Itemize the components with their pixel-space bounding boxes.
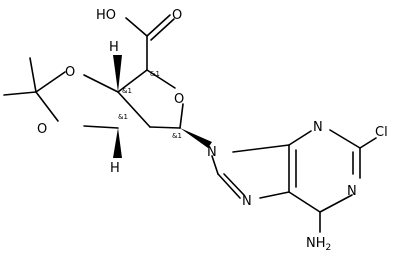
bond-n9-c8 — [211, 155, 219, 175]
bond-c1-c2 — [149, 126, 181, 129]
dioxolane-oxygen-top-label: O — [65, 65, 75, 80]
stereo-label-c2: &1 — [118, 113, 128, 121]
hydrogen-top-label: H — [109, 40, 119, 55]
stereo-label-c4: &1 — [150, 70, 160, 78]
carbonyl-oxygen-label: O — [172, 8, 182, 23]
bond-c6-c5 — [288, 191, 321, 213]
bond-o-cq-bottom — [35, 91, 59, 122]
bond-c8-n7-b — [223, 173, 245, 196]
dioxolane-oxygen-bottom-label: O — [37, 122, 47, 137]
bond-n3-c2 — [329, 129, 361, 149]
bond-c4-n3 — [288, 130, 312, 146]
ring-oxygen-label: O — [174, 92, 184, 107]
stereo-label-c3: &1 — [122, 87, 132, 95]
n3-label: N — [313, 120, 323, 135]
n7-label: N — [242, 194, 252, 209]
n1-label: N — [347, 184, 357, 199]
bond-c4-o4 — [146, 69, 176, 89]
hydrogen-bottom-label: H — [110, 161, 120, 176]
bond-n7-c5 — [259, 191, 290, 199]
bond-n1-c6 — [319, 194, 353, 213]
bond-c-oh — [125, 17, 148, 37]
bond-c2-c3 — [117, 91, 151, 128]
bond-c2-o — [83, 125, 119, 129]
wedge-h-top — [113, 55, 122, 92]
bond-o-cq-top — [35, 71, 66, 93]
bond-cq-me-up — [29, 57, 37, 93]
bond-cq-me-left — [3, 91, 37, 96]
n9-label: N — [207, 145, 217, 160]
bond-c8-n7-a — [217, 173, 241, 199]
chlorine-label: Cl — [375, 125, 388, 140]
amine-label: NH2 — [306, 236, 331, 253]
wedge-c1-n9 — [180, 128, 212, 148]
bond-c-o-double-b — [150, 18, 175, 41]
bond-c3-c4 — [117, 69, 148, 93]
bond-n9-c4 — [232, 144, 290, 153]
bond-c-o-double-a — [146, 14, 171, 37]
bond-o4-c1 — [179, 103, 184, 129]
bond-c2-cl — [359, 137, 377, 149]
bond-c3-o — [83, 74, 119, 93]
stereo-label-c1: &1 — [172, 132, 182, 140]
hydroxyl-label: HO — [96, 8, 116, 23]
wedge-h-bottom — [113, 128, 122, 158]
